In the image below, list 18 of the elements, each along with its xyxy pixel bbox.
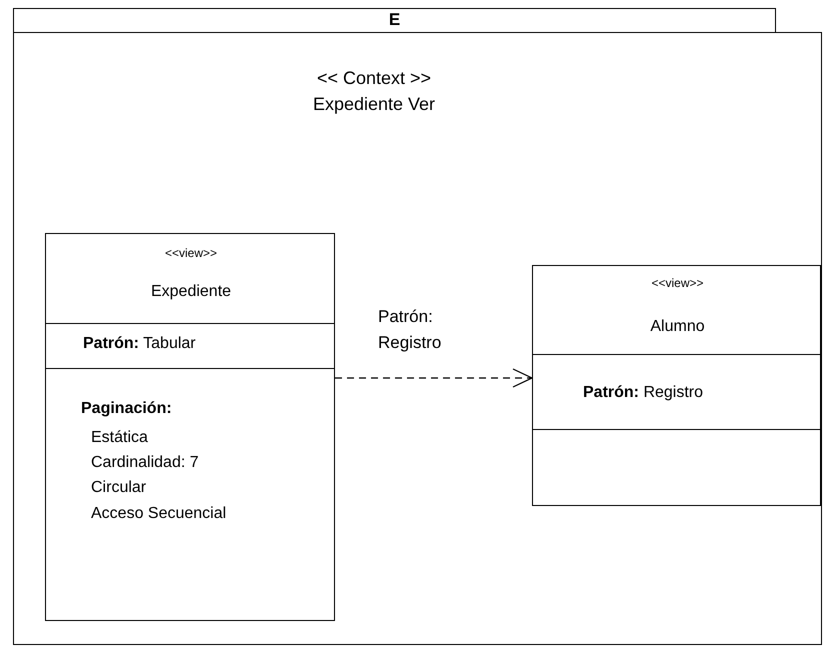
class-name: Expediente bbox=[150, 282, 232, 302]
stereotype-label: << Context >> bbox=[316, 68, 432, 90]
class-name: Alumno bbox=[649, 317, 706, 336]
attribute-text: Patrón: Registro bbox=[583, 383, 704, 402]
attribute-text: Patrón: Tabular bbox=[83, 334, 196, 354]
class-box bbox=[532, 265, 821, 506]
package-frame bbox=[13, 8, 822, 645]
attribute-heading: Paginación: bbox=[81, 399, 172, 418]
attribute-text: Acceso Secuencial bbox=[91, 504, 226, 524]
context-name: Expediente Ver bbox=[312, 94, 436, 116]
attribute-text: Cardinalidad: 7 bbox=[91, 453, 199, 472]
stereotype-label: <<view>> bbox=[164, 246, 218, 260]
attribute-text: Estática bbox=[91, 428, 148, 448]
attribute-text: Circular bbox=[91, 478, 146, 498]
package-tab-title: E bbox=[388, 10, 402, 30]
stereotype-label: <<view>> bbox=[650, 276, 705, 290]
class-box bbox=[45, 233, 335, 621]
dependency-arrow bbox=[335, 368, 533, 388]
